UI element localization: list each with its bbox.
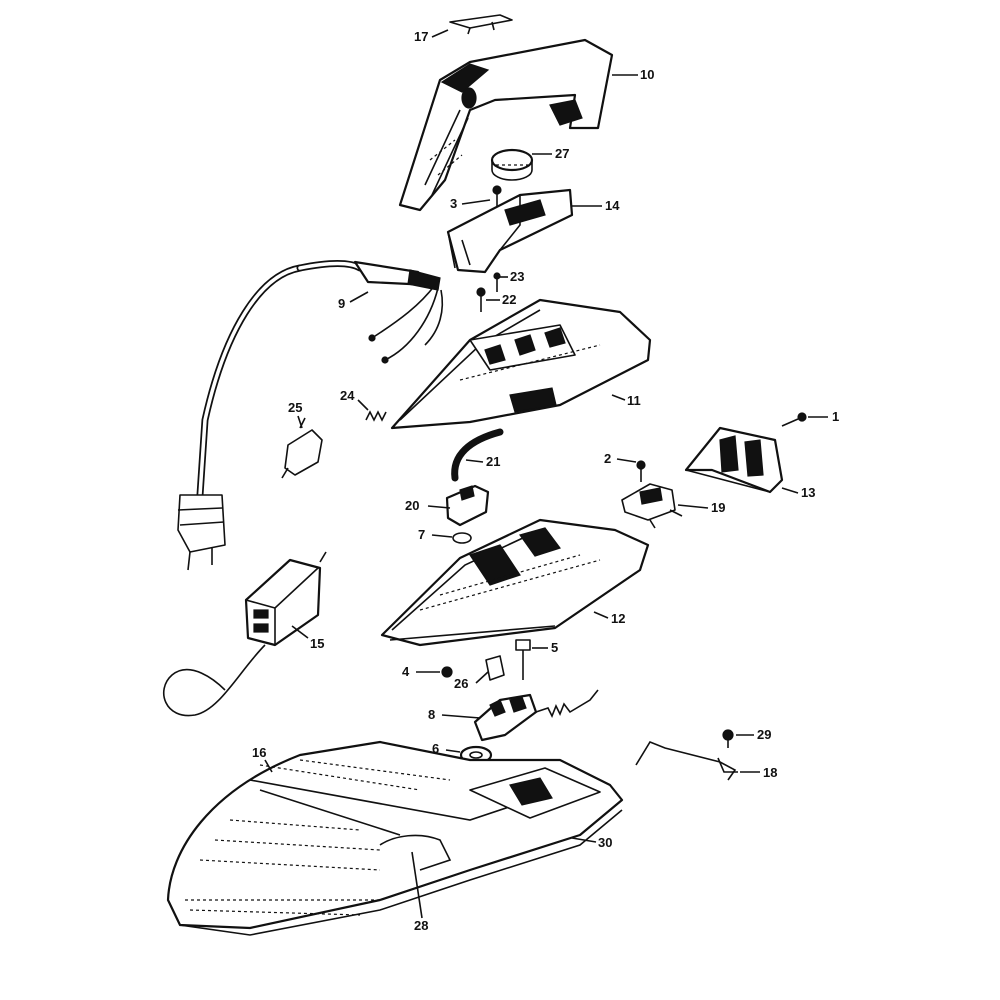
callout-28: 28 bbox=[414, 918, 429, 933]
callout-10: 10 bbox=[640, 67, 655, 82]
part-27-knob bbox=[490, 148, 534, 181]
part-18-lever-rod bbox=[635, 741, 738, 781]
part-4-nut bbox=[441, 666, 453, 678]
callout-14: 14 bbox=[605, 198, 620, 213]
callout-15: 15 bbox=[310, 636, 325, 651]
part-21-tube bbox=[451, 428, 504, 482]
part-22-screw bbox=[476, 287, 486, 312]
part-20-valve bbox=[445, 484, 490, 527]
part-5-bolt bbox=[515, 639, 531, 680]
part-1-screw bbox=[781, 412, 807, 427]
callout-17: 17 bbox=[414, 29, 429, 44]
callout-21: 21 bbox=[486, 454, 501, 469]
callout-3: 3 bbox=[450, 196, 458, 211]
part-15-heating-element bbox=[163, 551, 327, 717]
part-2-screw bbox=[636, 460, 646, 482]
callout-24: 24 bbox=[340, 388, 355, 403]
callout-1: 1 bbox=[832, 409, 840, 424]
part-9-power-cord bbox=[177, 260, 444, 571]
part-10-handle bbox=[398, 38, 614, 212]
callout-6: 6 bbox=[432, 741, 440, 756]
callout-11: 11 bbox=[627, 393, 641, 408]
callout-12: 12 bbox=[611, 611, 626, 626]
callout-26: 26 bbox=[454, 676, 469, 691]
part-30-soleplate bbox=[166, 740, 624, 936]
callout-25: 25 bbox=[288, 400, 303, 415]
callout-22: 22 bbox=[502, 292, 517, 307]
callout-2: 2 bbox=[604, 451, 612, 466]
part-12-water-tank bbox=[380, 518, 650, 647]
part-11-cover bbox=[390, 298, 652, 430]
part-13-switch-bracket bbox=[684, 426, 784, 494]
leader-lines bbox=[264, 29, 828, 919]
callout-7: 7 bbox=[418, 527, 426, 542]
part-26-bushing bbox=[485, 655, 505, 681]
part-7-washer bbox=[452, 532, 472, 544]
callout-23: 23 bbox=[510, 269, 525, 284]
part-23-pin bbox=[493, 272, 501, 292]
part-8-bracket-assembly bbox=[473, 689, 599, 742]
callout-20: 20 bbox=[405, 498, 420, 513]
part-24-spring bbox=[365, 410, 387, 422]
callout-4: 4 bbox=[402, 664, 410, 679]
part-29-nut bbox=[722, 729, 734, 748]
part-25-bracket bbox=[281, 417, 323, 479]
callout-27: 27 bbox=[555, 146, 570, 161]
callout-8: 8 bbox=[428, 707, 436, 722]
callout-5: 5 bbox=[551, 640, 559, 655]
callout-30: 30 bbox=[598, 835, 613, 850]
part-17-clip bbox=[449, 14, 513, 35]
part-19-thermostat bbox=[621, 483, 683, 529]
callout-18: 18 bbox=[763, 765, 778, 780]
callout-9: 9 bbox=[338, 296, 346, 311]
part-14-control-housing bbox=[446, 188, 574, 274]
callout-29: 29 bbox=[757, 727, 772, 742]
callout-13: 13 bbox=[801, 485, 816, 500]
callout-19: 19 bbox=[711, 500, 726, 515]
callout-16: 16 bbox=[252, 745, 267, 760]
